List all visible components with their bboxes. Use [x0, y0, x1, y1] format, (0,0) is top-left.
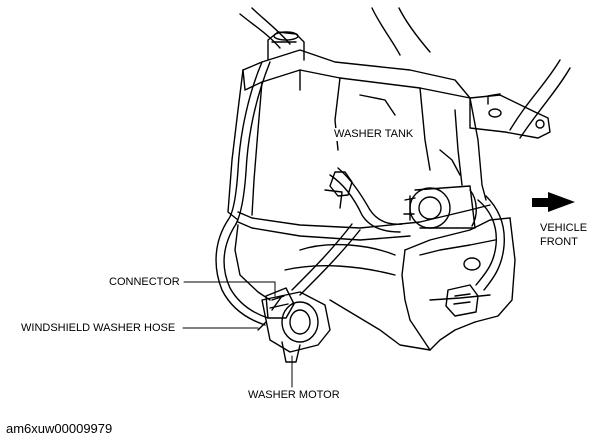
washer-motor-drawing — [257, 291, 331, 363]
figure-id-caption: am6xuw00009979 — [6, 421, 113, 436]
center-hose — [291, 167, 403, 296]
label-washer-tank: WASHER TANK — [333, 128, 415, 141]
leader-connector — [183, 281, 276, 297]
vehicle-front-arrow — [532, 192, 575, 212]
label-washer-motor: WASHER MOTOR — [248, 389, 340, 401]
upper-left-hose — [239, 7, 291, 49]
valve-assembly — [403, 185, 477, 229]
mounting-bracket — [469, 93, 551, 139]
leader-lines — [182, 281, 293, 388]
filler-neck — [267, 31, 305, 61]
washer-tank-body — [227, 49, 516, 351]
label-vehicle-front-line2: FRONT — [540, 236, 578, 248]
hose-clip — [324, 171, 353, 209]
label-connector: CONNECTOR — [109, 276, 180, 288]
lower-right-connector — [445, 284, 479, 317]
right-hose-to-bracket — [509, 59, 571, 139]
label-vehicle-front-line1: VEHICLE — [540, 222, 588, 234]
connector-drawing — [265, 287, 295, 319]
windshield-washer-hose-drawing — [215, 61, 271, 326]
right-descending-hose — [463, 195, 505, 291]
label-windshield-washer-hose: WINDSHIELD WASHER HOSE — [21, 322, 176, 334]
upper-hose-right — [371, 7, 431, 56]
